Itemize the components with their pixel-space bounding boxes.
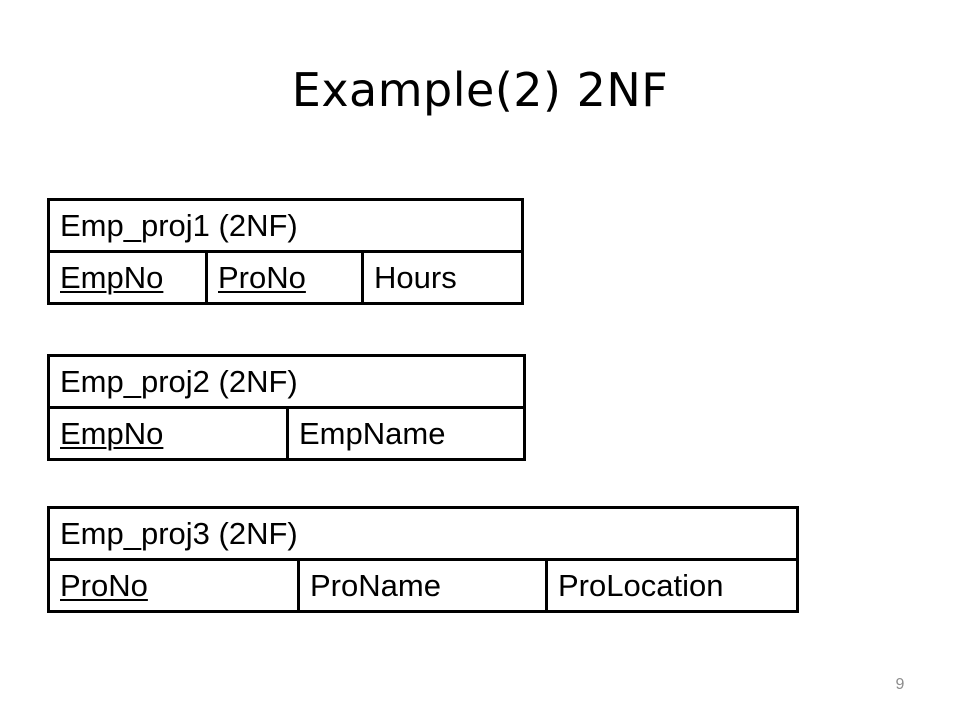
attribute-row: EmpNo ProNo Hours [47,250,525,305]
primary-key-attribute: EmpNo [47,406,289,461]
relation-name-row: Emp_proj1 (2NF) [46,198,525,253]
primary-key-attribute: ProNo [47,558,300,613]
attribute: ProName [297,558,548,613]
relation-table-emp-proj2: Emp_proj2 (2NF) EmpNo EmpName [47,354,526,461]
relation-name-row: Emp_proj3 (2NF) [46,506,800,561]
primary-key-attribute: EmpNo [47,250,208,305]
primary-key-attribute: ProNo [205,250,364,305]
relation-name-row: Emp_proj2 (2NF) [47,354,526,409]
relation-name: Emp_proj3 (2NF) [46,506,800,561]
attribute: EmpName [286,406,526,461]
slide-title: Example(2) 2NF [291,63,669,117]
relation-table-emp-proj3: Emp_proj3 (2NF) ProNo ProName ProLocatio… [46,506,800,613]
attribute: ProLocation [544,558,800,613]
relation-name: Emp_proj2 (2NF) [47,354,526,409]
relation-name: Emp_proj1 (2NF) [46,198,525,253]
relation-table-emp-proj1: Emp_proj1 (2NF) EmpNo ProNo Hours [46,198,525,305]
page-number: 9 [895,676,905,693]
attribute-row: EmpNo EmpName [47,406,526,461]
attribute-row: ProNo ProName ProLocation [47,558,800,613]
attribute: Hours [360,250,525,305]
